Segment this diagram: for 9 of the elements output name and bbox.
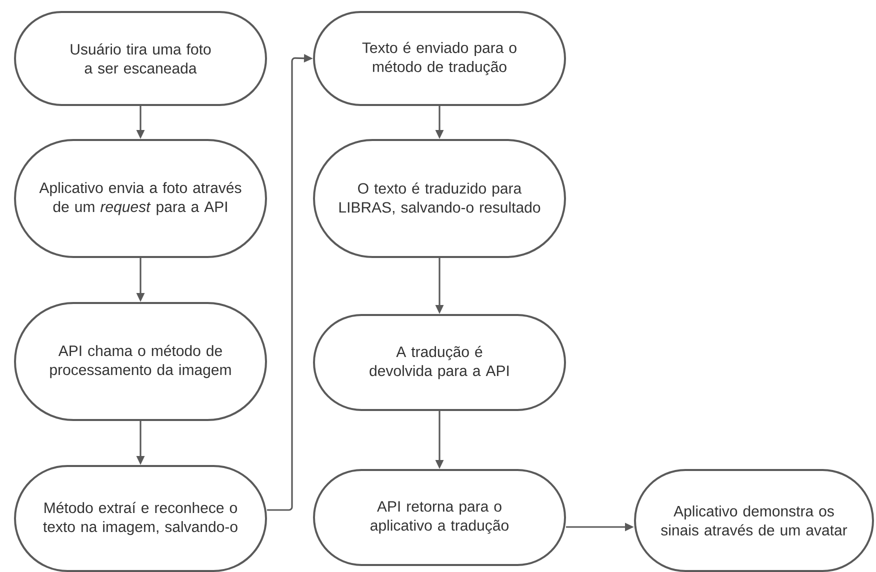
process-box: API retorna para o aplicativo a tradução bbox=[313, 469, 566, 566]
process-box: Aplicativo demonstra os sinais através de um avatar bbox=[634, 469, 874, 572]
process-box: Método extraí e reconhece o texto na imagem, salvando-o bbox=[14, 465, 267, 572]
process-box: Aplicativo envia a foto através de um request para a API bbox=[14, 139, 267, 258]
process-box: Usuário tira uma foto a ser escaneada bbox=[14, 11, 267, 106]
process-box: Texto é enviado para o método de tradução bbox=[313, 11, 566, 106]
process-box: O texto é traduzido para LIBRAS, salvando-o resultado bbox=[313, 139, 566, 258]
process-box: A tradução é devolvida para a API bbox=[313, 314, 566, 411]
process-box: API chama o método de processamento da imagem bbox=[14, 302, 267, 421]
